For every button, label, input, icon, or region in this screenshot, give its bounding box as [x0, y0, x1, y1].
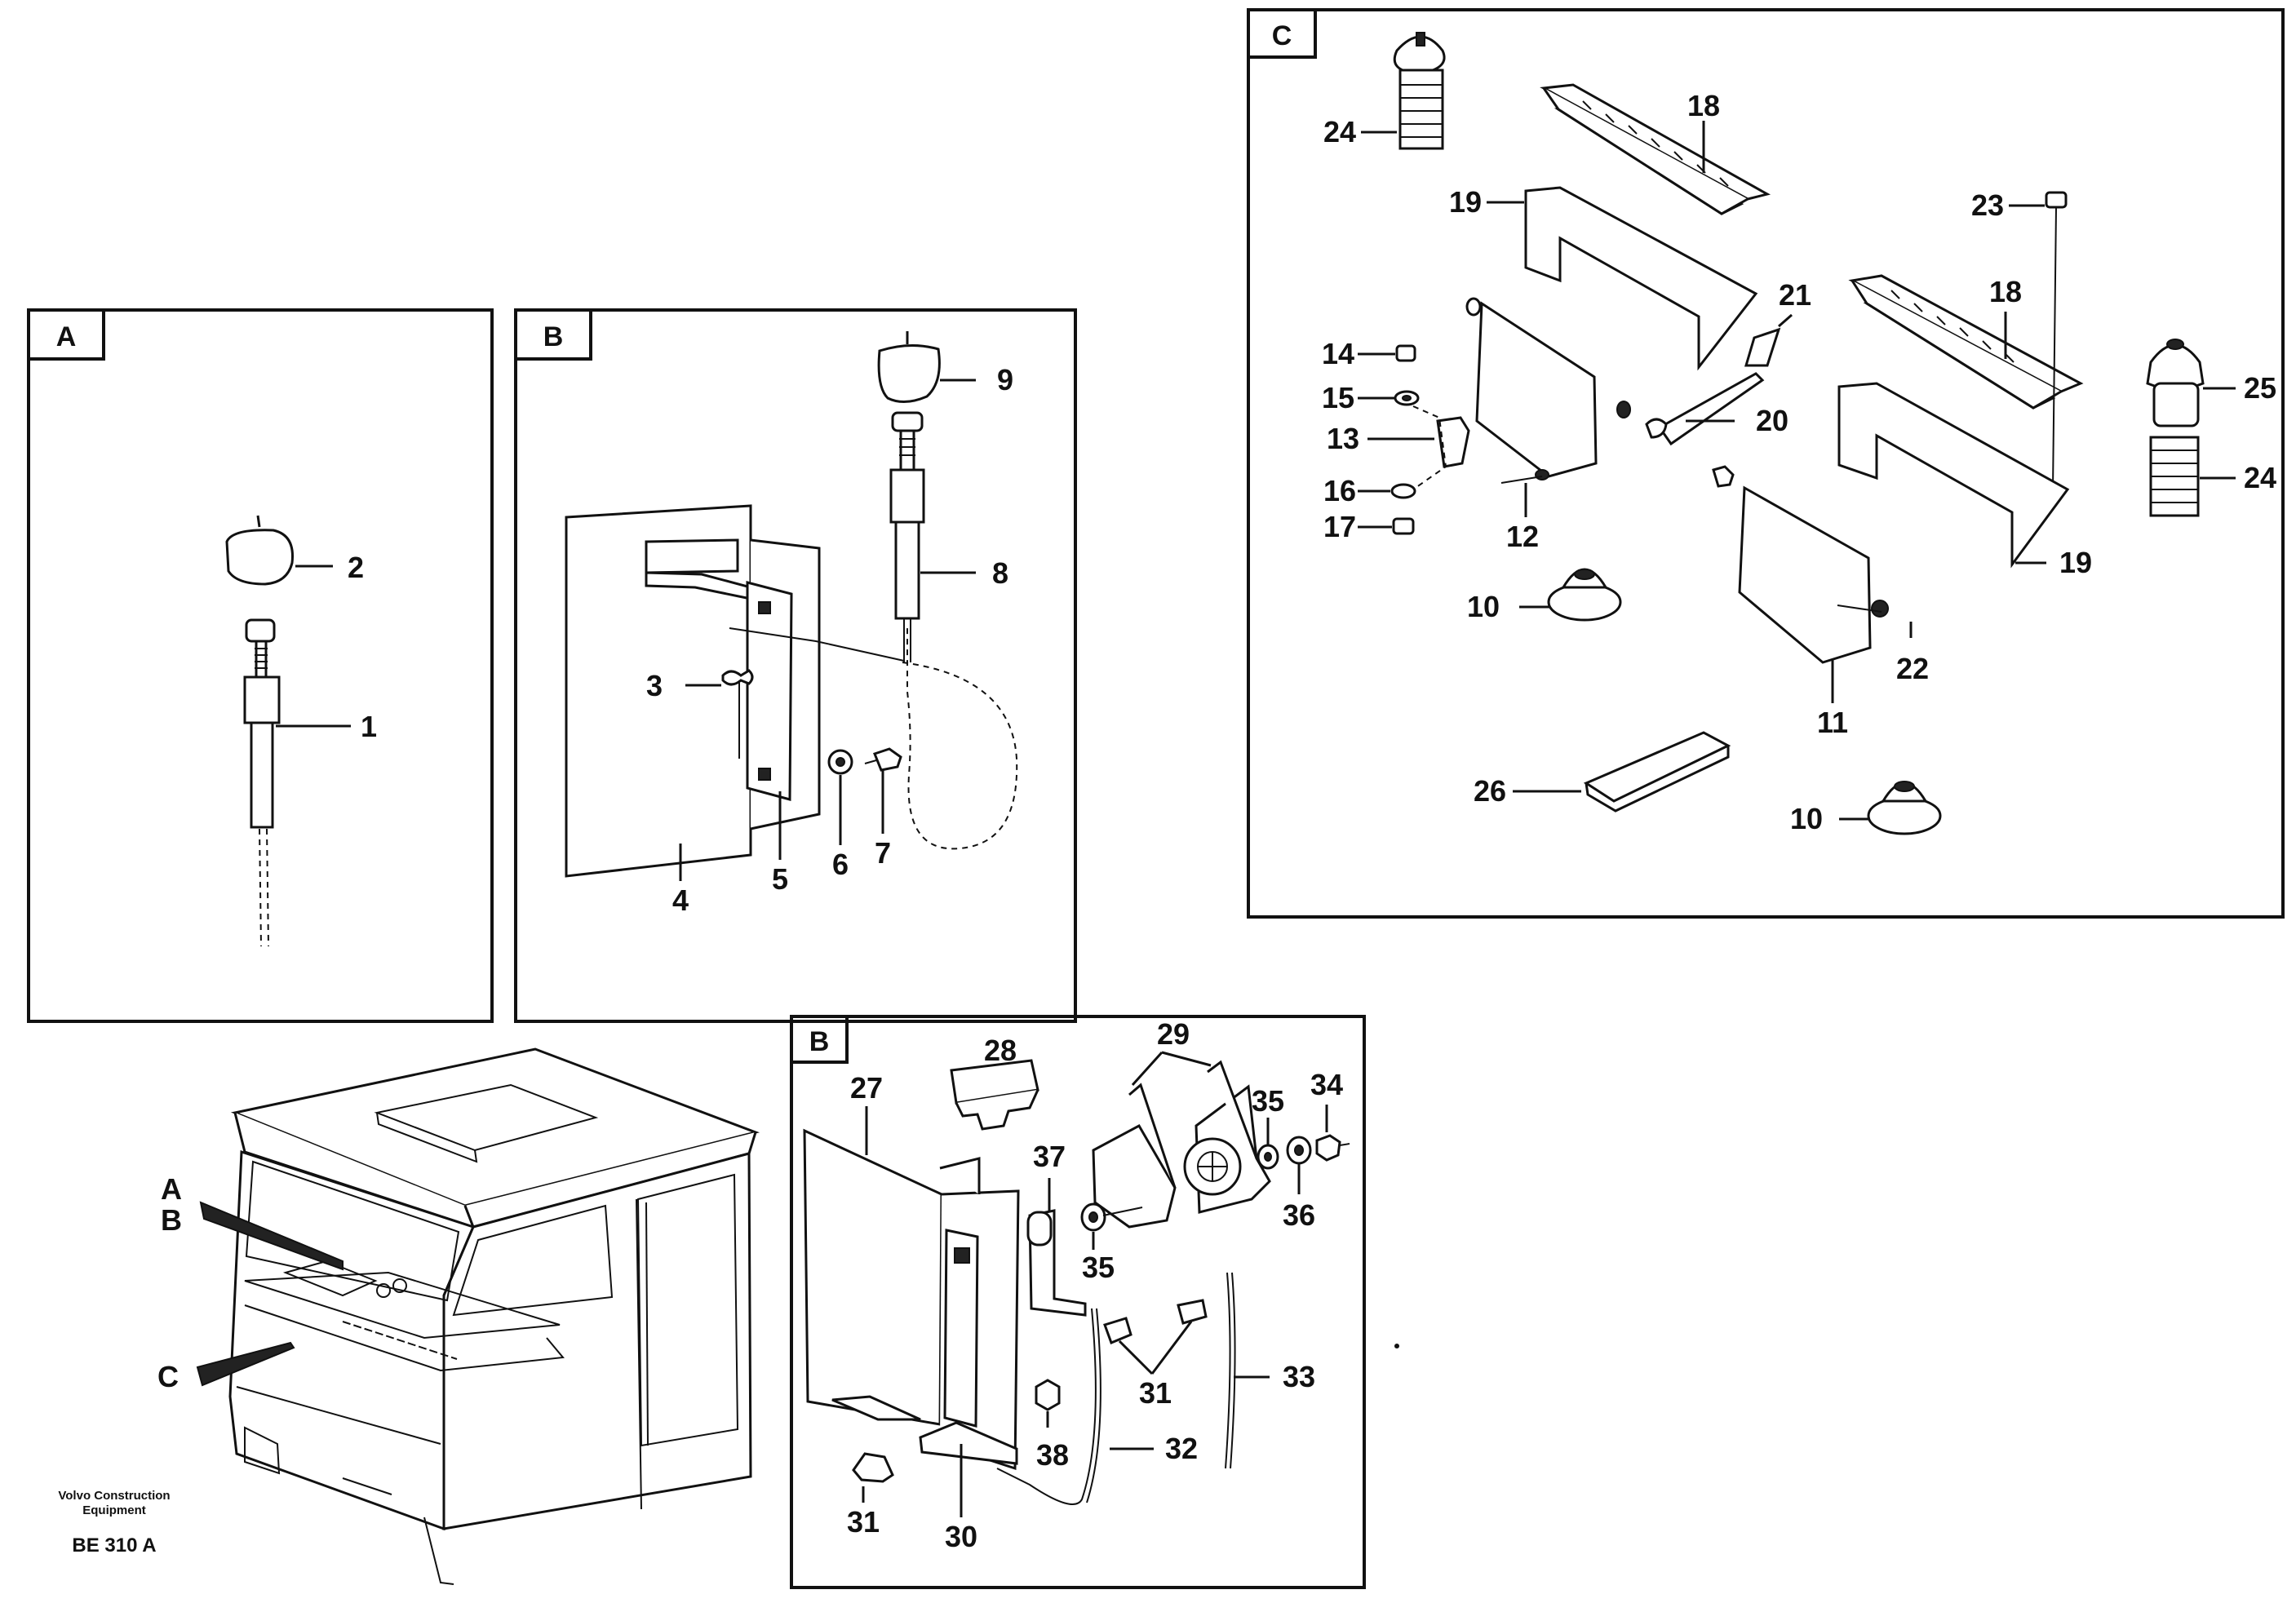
- brand-line-2: Equipment: [82, 1503, 146, 1517]
- callout-16: 16: [1323, 474, 1356, 507]
- panel-a: A 2 1: [27, 308, 494, 1023]
- callout-18-right: 18: [1989, 275, 2022, 308]
- panel-c-tag: C: [1272, 20, 1292, 51]
- stray-dot: [1394, 1344, 1399, 1348]
- panel-b-lower: B 27 30 28 37: [790, 1015, 1366, 1589]
- callout-1: 1: [361, 710, 377, 743]
- callout-7: 7: [875, 836, 891, 870]
- callout-9: 9: [997, 363, 1013, 396]
- callout-21: 21: [1779, 278, 1811, 312]
- boot-24-right: [2149, 436, 2200, 517]
- diagram-code: BE 310 A: [72, 1534, 156, 1557]
- cab-pointer-a: A: [161, 1172, 182, 1206]
- callout-34: 34: [1310, 1068, 1343, 1101]
- callout-15: 15: [1322, 381, 1354, 414]
- callout-22: 22: [1896, 652, 1929, 685]
- cab-pointer-b: B: [161, 1203, 182, 1237]
- callout-10-lower: 10: [1790, 802, 1823, 835]
- callout-28: 28: [984, 1034, 1017, 1067]
- callout-8: 8: [992, 556, 1008, 590]
- callout-25: 25: [2244, 371, 2276, 405]
- callout-4: 4: [672, 883, 689, 917]
- callout-35-top: 35: [1252, 1084, 1284, 1118]
- cab-pointer-c: C: [157, 1360, 179, 1393]
- callout-20: 20: [1756, 404, 1788, 437]
- callout-2: 2: [348, 551, 364, 584]
- panel-c: C 24 18 19 12 14: [1247, 8, 2285, 919]
- callout-23: 23: [1971, 188, 2004, 222]
- callout-31-right: 31: [1139, 1376, 1172, 1410]
- callout-13: 13: [1327, 422, 1359, 455]
- callout-27: 27: [850, 1071, 883, 1105]
- callout-26: 26: [1474, 774, 1506, 808]
- callout-14: 14: [1322, 337, 1354, 370]
- panel-b-upper: B 9 8 3 4: [514, 308, 1077, 1023]
- callout-3: 3: [646, 669, 663, 702]
- callout-17: 17: [1323, 510, 1356, 543]
- callout-24-right: 24: [2244, 461, 2276, 494]
- callout-31-left: 31: [847, 1505, 880, 1539]
- knob-24-top: [1393, 32, 1446, 150]
- callout-36: 36: [1283, 1198, 1315, 1232]
- panel-a-tag: A: [56, 321, 77, 352]
- callout-35-bottom: 35: [1082, 1251, 1115, 1284]
- callout-6: 6: [832, 848, 849, 881]
- callout-11: 11: [1817, 706, 1848, 739]
- choke-knob: [225, 515, 295, 947]
- cab-overview: A B C: [157, 1047, 760, 1585]
- callout-32: 32: [1165, 1432, 1198, 1465]
- callout-18-top: 18: [1687, 89, 1720, 122]
- panel-b-lower-tag: B: [809, 1026, 830, 1057]
- callout-5: 5: [772, 862, 788, 896]
- callout-33: 33: [1283, 1360, 1315, 1393]
- cap-10-upper: [1547, 568, 1622, 622]
- callout-12: 12: [1506, 520, 1539, 553]
- panel-b-upper-tag: B: [543, 321, 564, 352]
- callout-24-top: 24: [1323, 115, 1356, 148]
- knob-25: [2146, 339, 2205, 427]
- callout-30: 30: [945, 1520, 977, 1553]
- cap-10-lower: [1867, 781, 1942, 835]
- brand-line-1: Volvo Construction: [58, 1489, 170, 1503]
- callout-19-right: 19: [2059, 546, 2092, 579]
- callout-37: 37: [1033, 1140, 1066, 1173]
- callout-19-top: 19: [1449, 185, 1482, 219]
- callout-29: 29: [1157, 1017, 1190, 1051]
- callout-10-upper: 10: [1467, 590, 1500, 623]
- callout-38: 38: [1036, 1438, 1069, 1472]
- mount-29: [1092, 1060, 1271, 1229]
